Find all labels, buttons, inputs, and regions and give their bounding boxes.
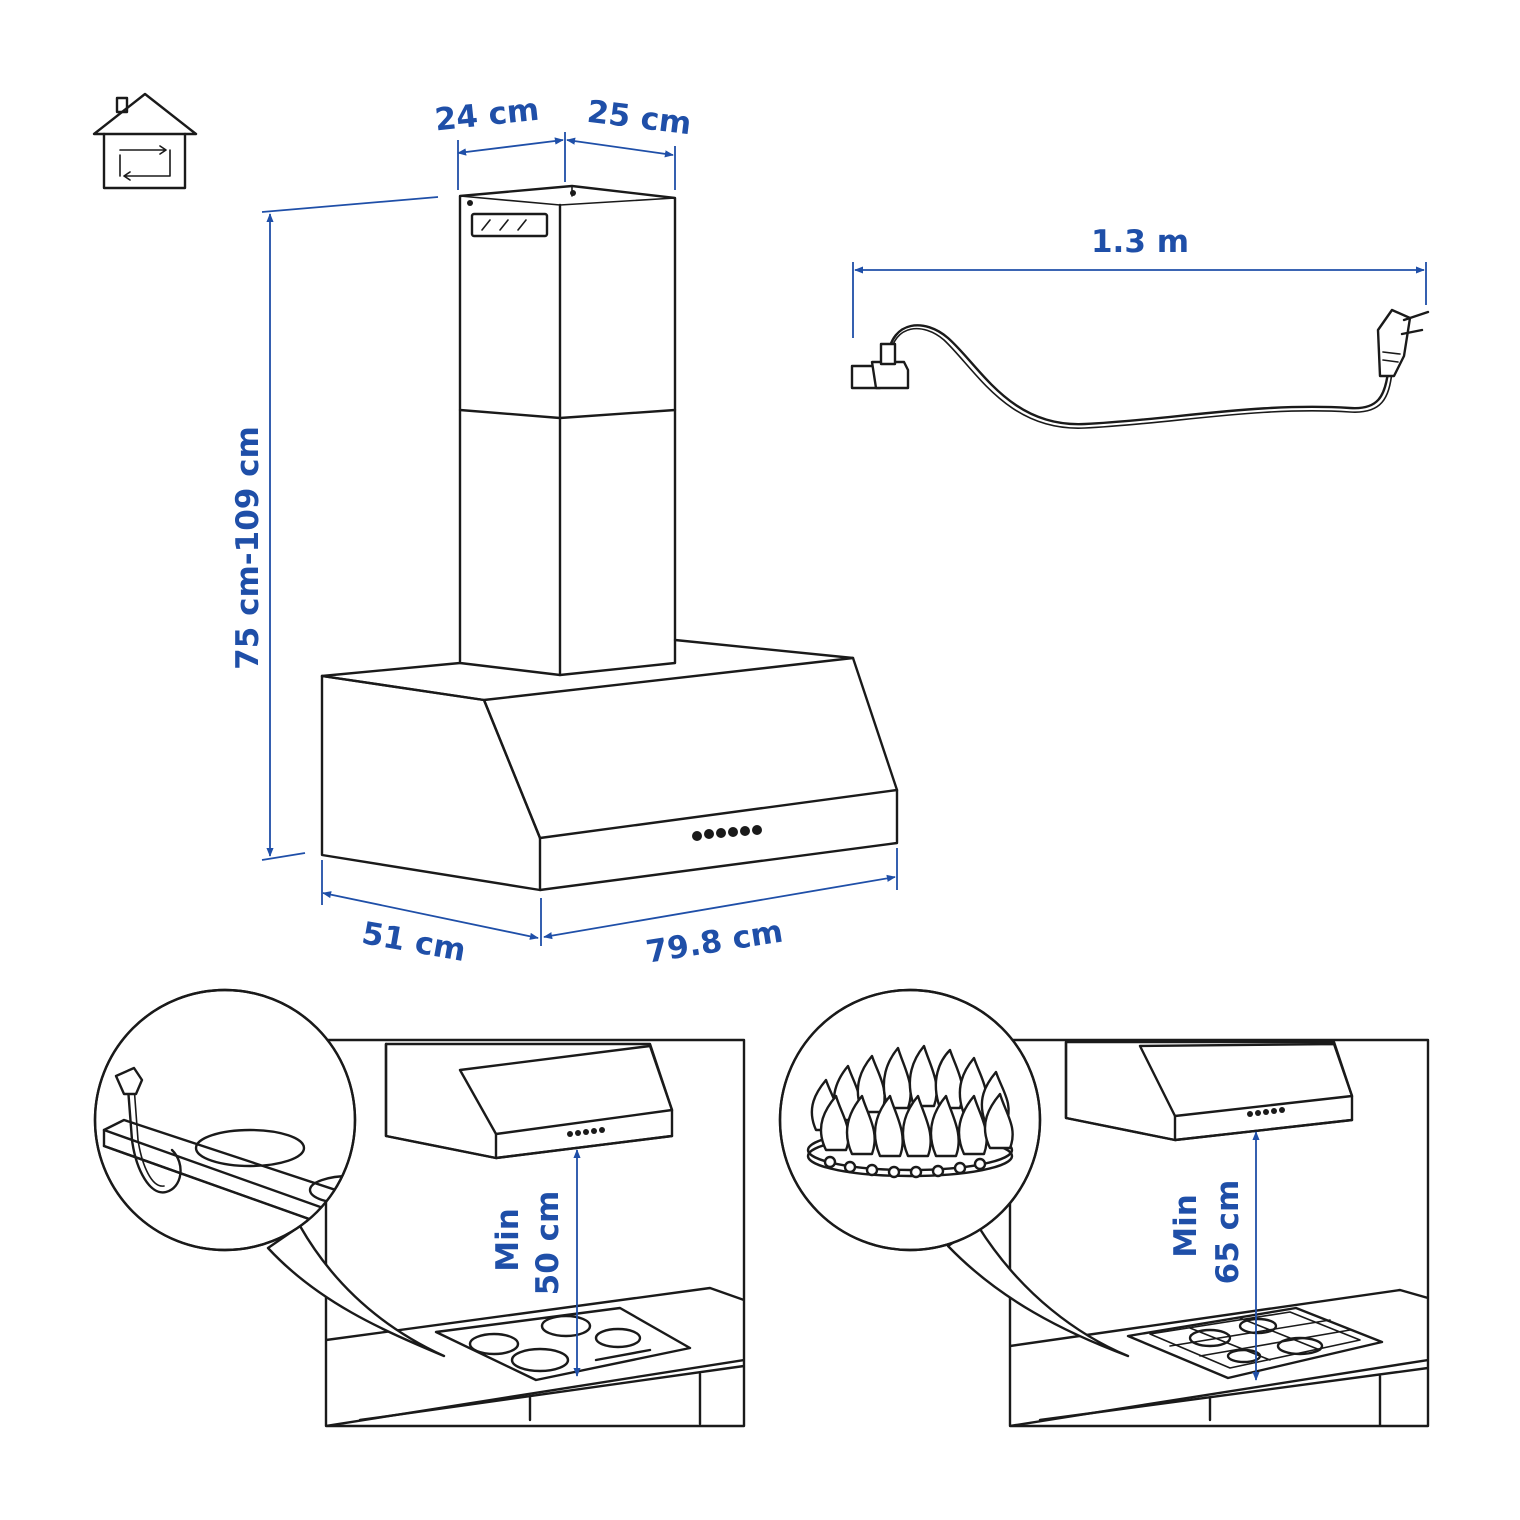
height-range-label: 75 cm-109 cm bbox=[230, 426, 266, 670]
electric-clearance-distance-label: 50 cm bbox=[530, 1191, 566, 1296]
burner-flames bbox=[810, 1044, 1014, 1158]
gas-hob-illustration: Min 65 cm bbox=[778, 988, 1430, 1428]
control-knobs bbox=[692, 825, 762, 841]
hood-depth-label: 51 cm bbox=[359, 915, 468, 969]
cable-length-label: 1.3 m bbox=[1091, 224, 1189, 260]
dimension-lines bbox=[261, 132, 1427, 946]
cooker-hood-drawing bbox=[320, 184, 899, 892]
chimney-width-label: 25 cm bbox=[585, 94, 693, 142]
electric-clearance-min-label: Min bbox=[490, 1208, 526, 1272]
gas-clearance-min-label: Min bbox=[1168, 1194, 1204, 1258]
burner-ports bbox=[823, 1155, 987, 1179]
gas-clearance-distance-label: 65 cm bbox=[1210, 1180, 1246, 1285]
hood-width-label: 79.8 cm bbox=[643, 914, 785, 971]
house-recirculation-icon bbox=[92, 92, 198, 190]
chimney-depth-label: 24 cm bbox=[433, 92, 541, 139]
power-cable-plug-icon bbox=[850, 308, 1430, 429]
electric-hob-illustration: Min 50 cm bbox=[93, 988, 746, 1428]
